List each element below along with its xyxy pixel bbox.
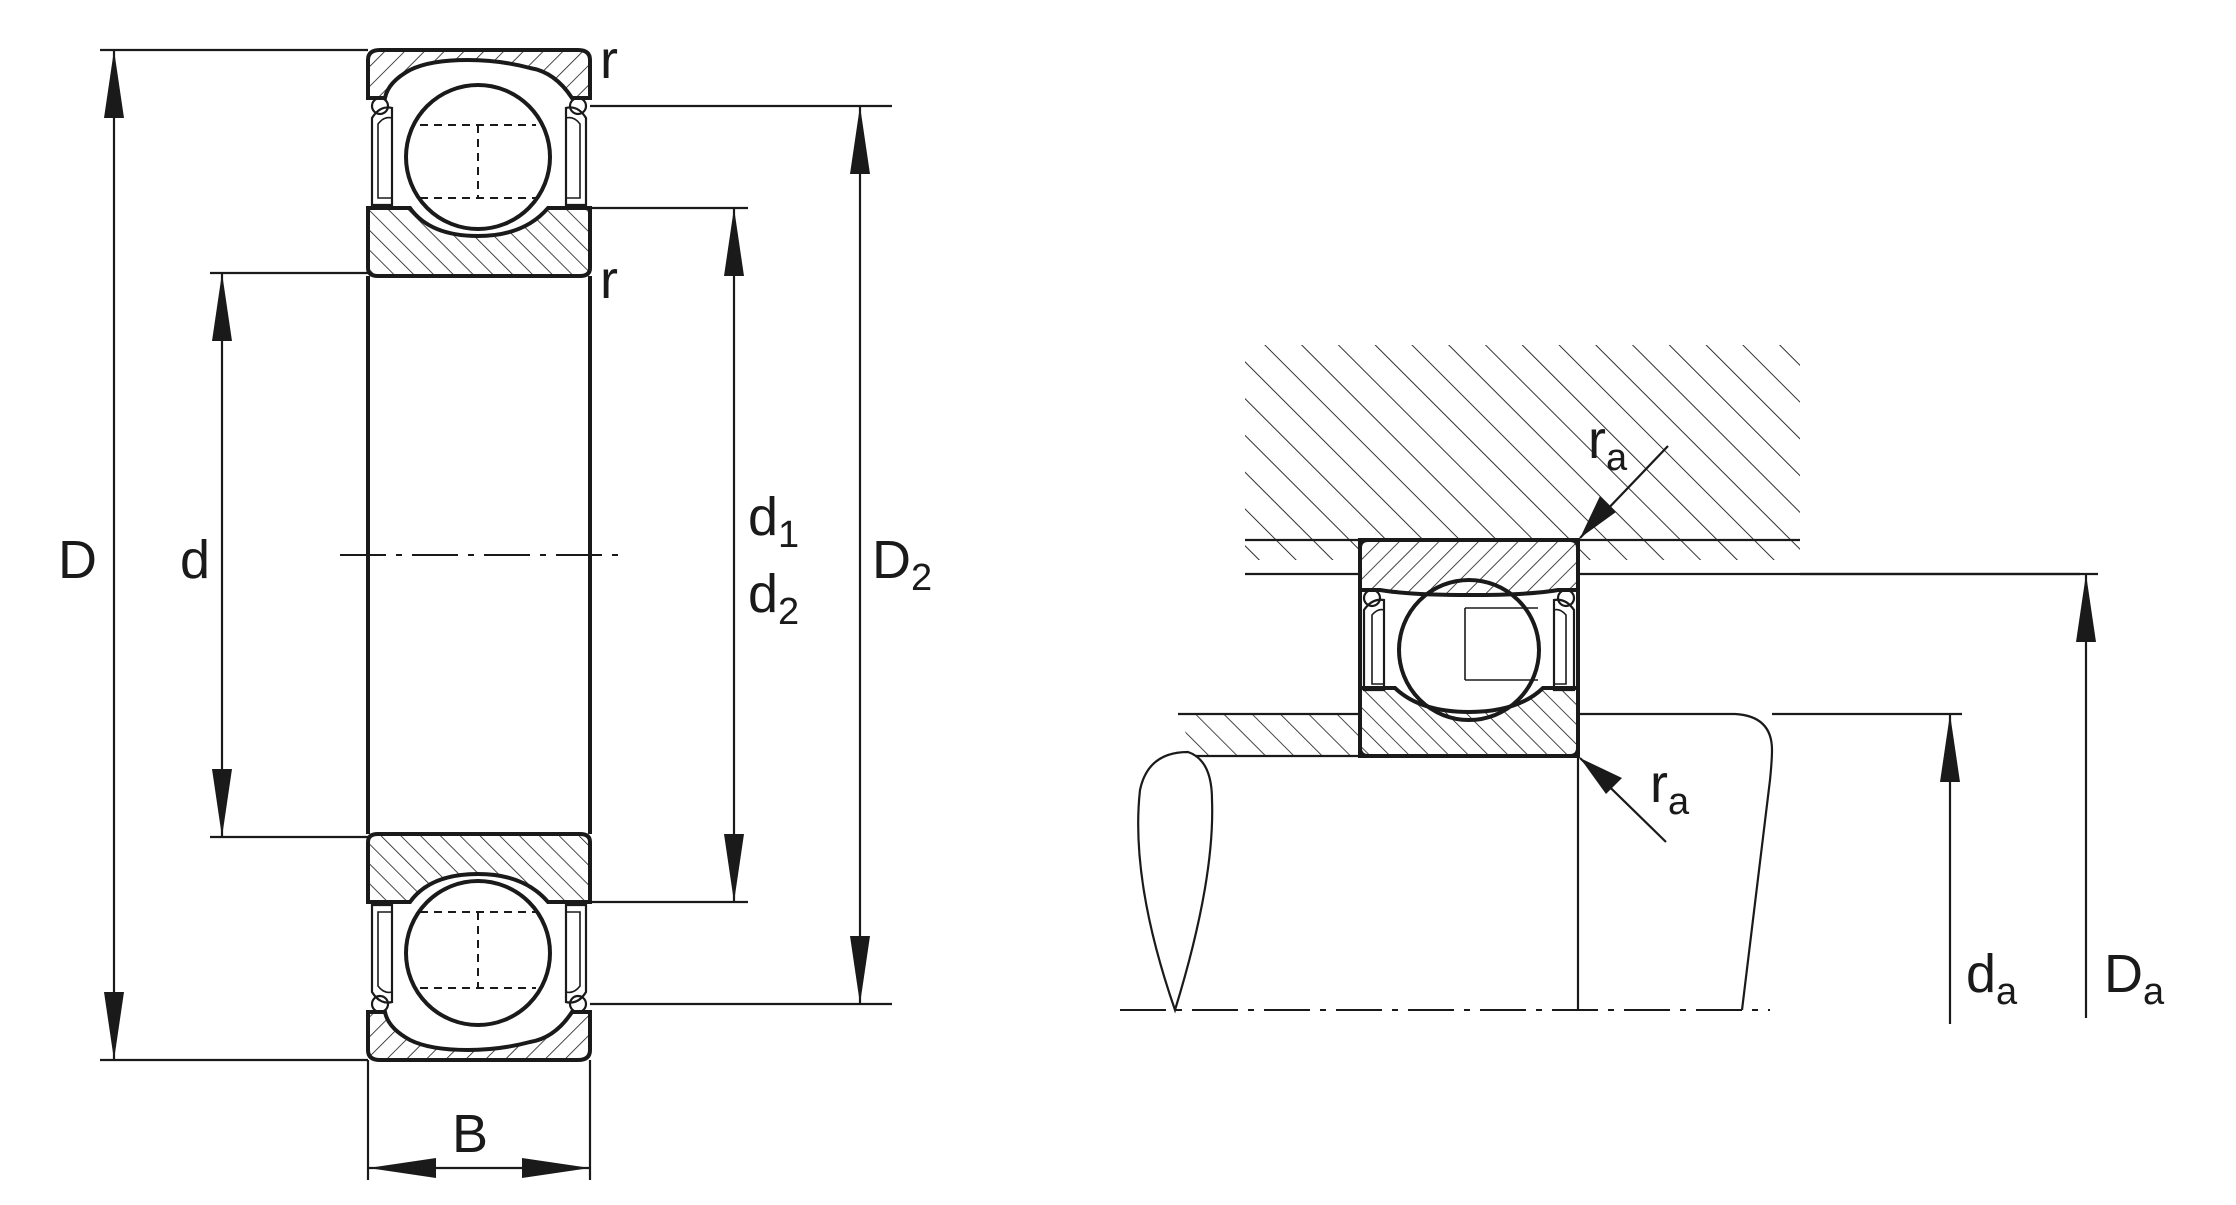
housing-section bbox=[1245, 345, 2080, 576]
bottom-ring-section bbox=[366, 832, 592, 1062]
right-mounting-view: ra ra da Da bbox=[1120, 345, 2165, 1024]
label-D: D bbox=[58, 530, 97, 590]
dim-Da bbox=[1800, 572, 2098, 1018]
label-d1: d1 bbox=[748, 487, 799, 556]
label-da: da bbox=[1966, 944, 2018, 1013]
label-r-top: r bbox=[600, 30, 618, 90]
dim-B bbox=[368, 1158, 590, 1178]
label-d2: d2 bbox=[748, 564, 799, 633]
label-B: B bbox=[452, 1104, 488, 1164]
dim-D2 bbox=[850, 106, 870, 1004]
shaft-section bbox=[1120, 712, 1774, 1014]
dim-d1-d2 bbox=[724, 208, 744, 902]
dim-D bbox=[104, 50, 124, 1060]
label-D2: D2 bbox=[872, 530, 932, 599]
dim-da bbox=[1772, 712, 1962, 1024]
label-r-bottom: r bbox=[600, 250, 618, 310]
left-bearing-view: D d d1 d2 D2 B r r bbox=[58, 30, 932, 1180]
ra-bottom-leader bbox=[1579, 757, 1667, 843]
label-Da: Da bbox=[2104, 944, 2165, 1013]
dim-d bbox=[212, 273, 232, 837]
label-d: d bbox=[180, 530, 210, 590]
mounted-bearing bbox=[1358, 538, 1580, 758]
ra-top-leader bbox=[1579, 445, 1669, 539]
label-ra-top: ra bbox=[1588, 410, 1628, 479]
label-ra-bottom: ra bbox=[1650, 754, 1690, 823]
top-ring-section bbox=[366, 48, 592, 278]
